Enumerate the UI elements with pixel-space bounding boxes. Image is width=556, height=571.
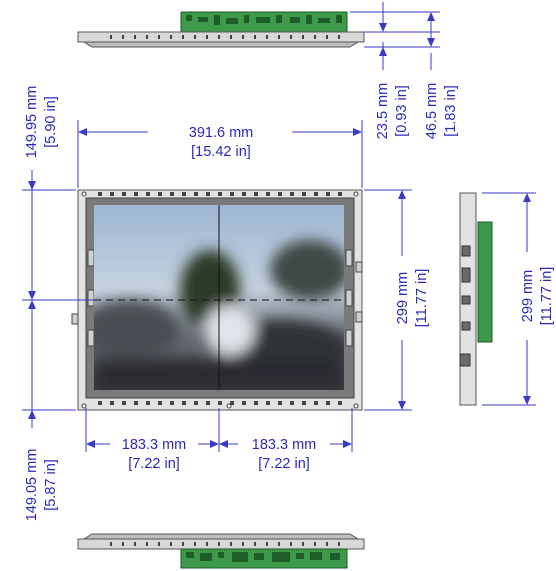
right-half-width-in: [7.22 in] [258,456,310,472]
mounting-holes [81,191,359,409]
top-pcb-components [186,15,342,25]
top-depth-large-in: [1.83 in] [443,85,459,137]
bottom-view [77,533,365,569]
right-half-width-mm: 183.3 mm [252,437,316,453]
overall-width-in: [15.42 in] [191,144,251,160]
dimension-labels: 391.6 mm [15.42 in] 183.3 mm [7.22 in] 1… [24,83,555,521]
screen-image [94,205,344,390]
front-view [71,189,363,411]
side-view [459,192,493,406]
dimension-lines [22,2,536,452]
side-brackets [71,249,363,347]
front-frame-slots-top [98,192,342,196]
screen-centerlines [94,205,344,390]
top-frame-bevel [82,41,360,48]
side-height-mm: 299 mm [520,270,536,322]
lower-height-in: [5.87 in] [43,459,59,511]
top-depth-small-mm: 23.5 mm [375,83,391,139]
front-frame-slots-bottom [98,401,342,405]
screen-height-in: [11.77 in] [414,269,430,328]
side-height-in: [11.77 in] [539,267,555,326]
top-depth-large-mm: 46.5 mm [424,83,440,139]
bottom-pcb-components [186,552,340,562]
screen-height-mm: 299 mm [395,272,411,324]
top-frame-slots [110,35,340,39]
bottom-frame-slots [110,542,340,546]
side-pcb-board [477,221,493,343]
lower-height-mm: 149.05 mm [24,449,40,522]
left-half-width-mm: 183.3 mm [122,437,186,453]
overall-width-mm: 391.6 mm [189,125,253,141]
top-depth-small-in: [0.93 in] [394,85,410,137]
bottom-frame [77,538,365,550]
upper-height-in: [5.90 in] [43,96,59,148]
top-view [77,11,365,48]
side-connectors [459,245,471,367]
bottom-frame-bevel [82,533,360,540]
left-half-width-in: [7.22 in] [128,456,180,472]
top-frame [77,31,365,43]
upper-height-mm: 149.95 mm [24,86,40,159]
